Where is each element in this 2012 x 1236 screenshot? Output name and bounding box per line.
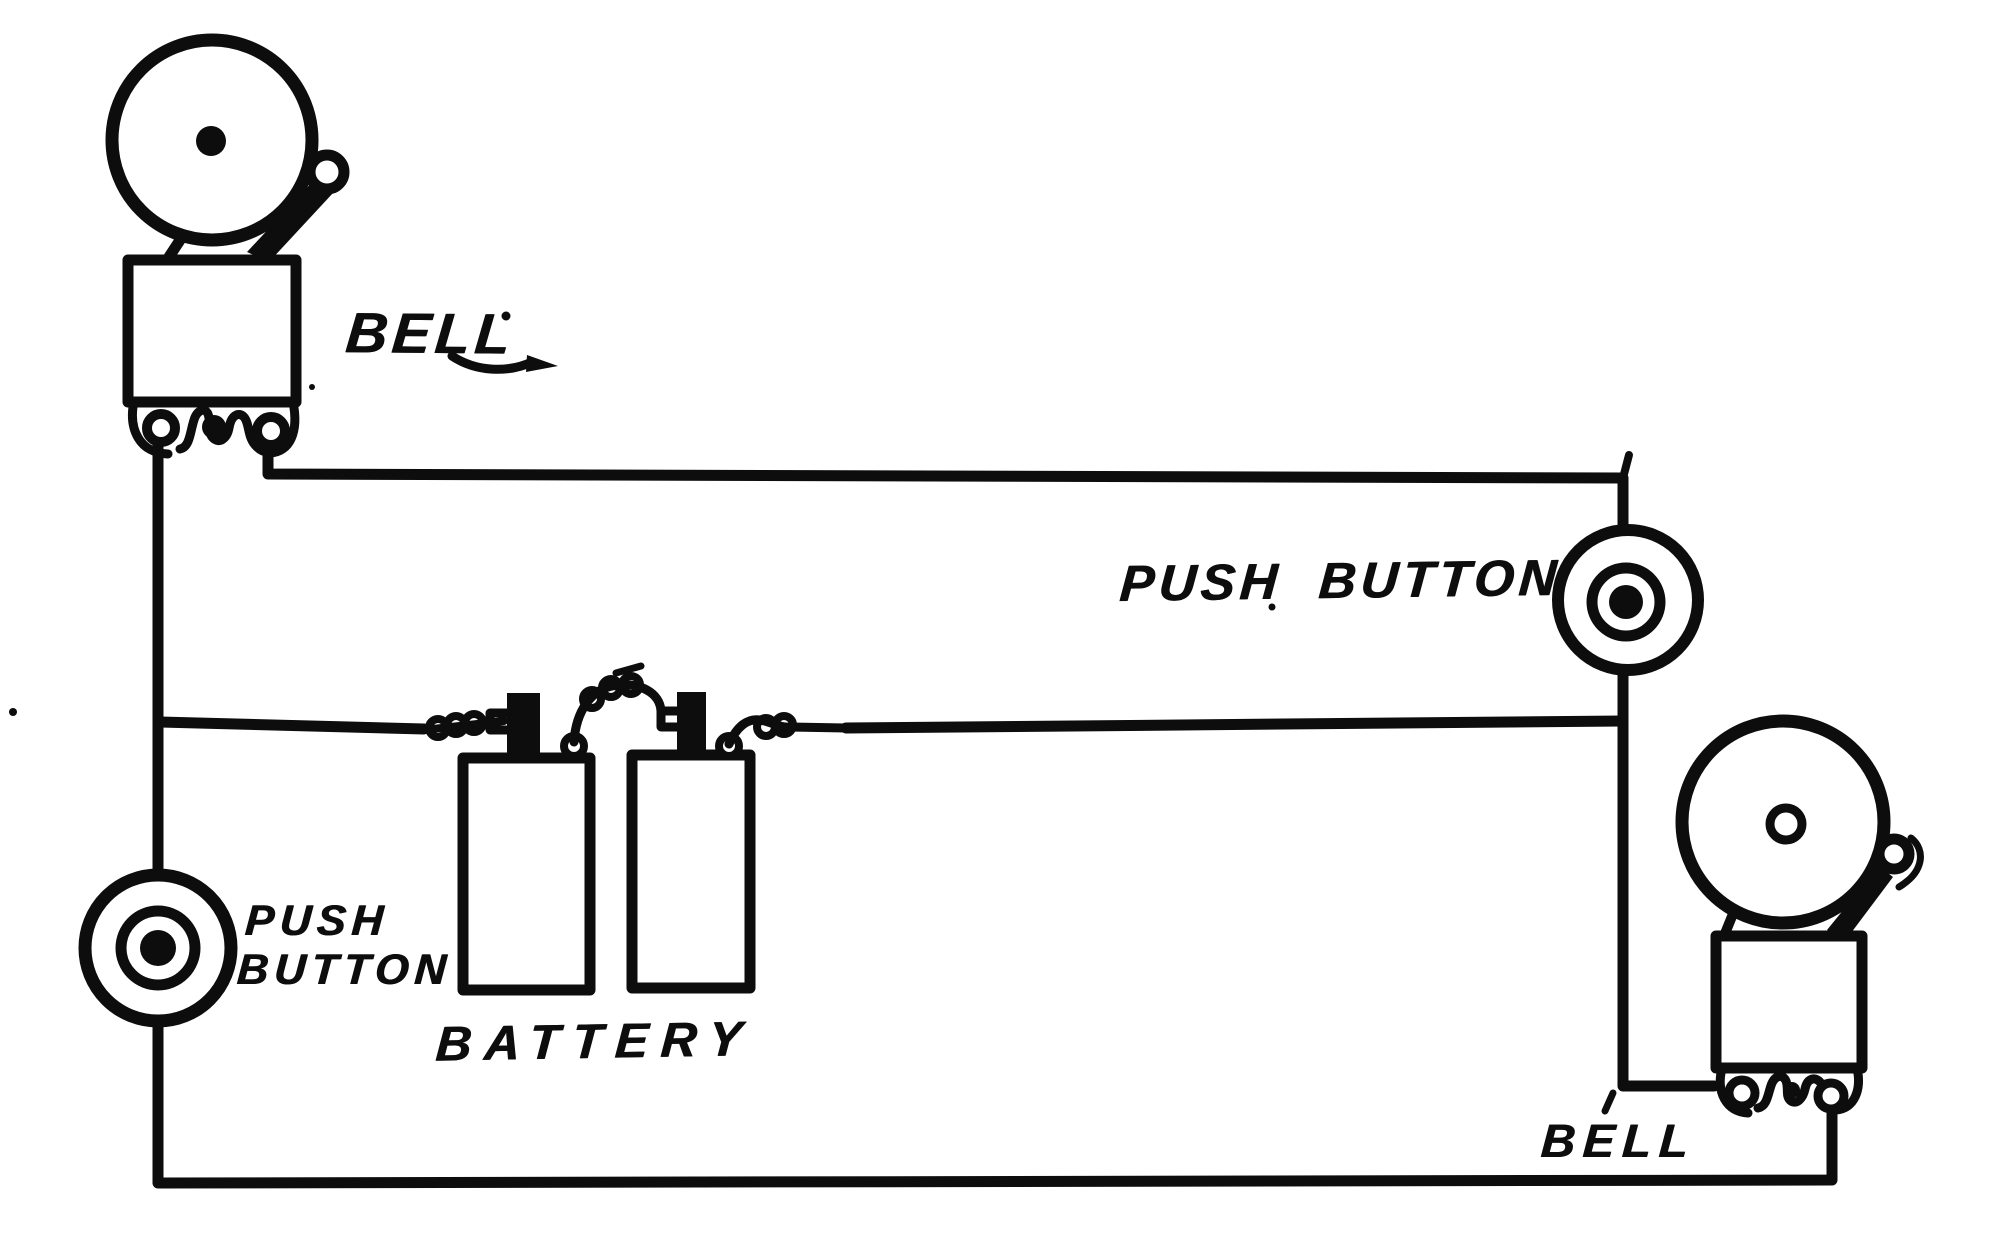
bell-coil-skirt-left bbox=[1715, 1063, 1753, 1118]
bell-coil-dot bbox=[202, 415, 226, 439]
battery-wire-curl-bridge bbox=[569, 680, 666, 747]
bell-bottom-right-symbol bbox=[1675, 714, 1924, 1118]
push-button-left-label-line2: BUTTON bbox=[235, 946, 454, 994]
speck bbox=[9, 708, 17, 716]
ink-specks bbox=[9, 311, 1617, 1115]
battery-cell-1-terminal bbox=[507, 693, 540, 759]
speck bbox=[501, 311, 511, 321]
push-button-right-label: PUSH BUTTON bbox=[1117, 548, 1563, 613]
bell-gong-center-dot bbox=[196, 126, 226, 156]
bell-hammer-arm bbox=[247, 179, 333, 262]
wire-top bbox=[262, 434, 1629, 536]
bell-coil-skirt-right bbox=[265, 397, 300, 458]
speck bbox=[1268, 603, 1276, 611]
battery-label: BATTERY bbox=[433, 1012, 756, 1072]
bell-coil-skirt-left bbox=[128, 396, 173, 459]
battery-cell-2-terminal bbox=[677, 692, 706, 756]
wire-bottom bbox=[152, 1015, 1838, 1189]
bell-hammer-ball bbox=[1873, 833, 1915, 875]
push-button-left-label-line1: PUSH bbox=[243, 897, 391, 945]
wire-loop bbox=[461, 710, 487, 736]
wire-loop bbox=[579, 686, 605, 712]
wire-loop bbox=[618, 672, 644, 698]
bell-gong-center-ring bbox=[1765, 803, 1807, 845]
wires bbox=[152, 434, 1838, 1189]
bell-hammer-ball bbox=[304, 149, 350, 195]
bell-top-label-swash bbox=[447, 351, 537, 374]
bell-hammer-arm bbox=[1827, 866, 1893, 941]
bell-top-label: BELL bbox=[342, 301, 518, 367]
bell-bottom-label-tick bbox=[1601, 1089, 1617, 1115]
bell-coil-dot bbox=[1784, 1082, 1800, 1098]
wire-middle-left bbox=[154, 716, 430, 735]
stray-dash bbox=[612, 662, 645, 677]
bell-top-left-symbol bbox=[105, 33, 350, 459]
push-button-center-dot bbox=[1609, 585, 1643, 619]
wire-top-corner-overshoot bbox=[1619, 451, 1633, 482]
bell-base bbox=[122, 254, 302, 408]
push-button-left-symbol bbox=[78, 868, 238, 1028]
battery-symbol bbox=[420, 662, 851, 996]
bell-hammer-flourish bbox=[1895, 834, 1924, 891]
bell-coil-waves bbox=[1753, 1071, 1835, 1113]
wire-middle-right bbox=[840, 715, 1629, 734]
bell-bottom-label: BELL bbox=[1539, 1114, 1698, 1167]
battery-cell-1 bbox=[457, 752, 596, 996]
bell-coil-waves bbox=[175, 405, 273, 457]
bell-terminal-left bbox=[1724, 1075, 1760, 1111]
wire-loop bbox=[771, 712, 797, 738]
speck bbox=[309, 384, 315, 390]
battery-cell-2 bbox=[626, 749, 756, 994]
bell-terminal-right bbox=[252, 412, 290, 450]
bell-base bbox=[1710, 930, 1868, 1074]
wire-right-vertical bbox=[1617, 666, 1720, 1092]
push-button-right-symbol bbox=[1552, 524, 1704, 676]
push-button-center-dot bbox=[140, 930, 176, 966]
bell-terminal-right bbox=[1813, 1078, 1849, 1114]
bell-terminal-left bbox=[142, 409, 180, 447]
bell-top-label-swash-tip bbox=[526, 355, 558, 372]
battery-cell-2-clip bbox=[656, 706, 682, 732]
